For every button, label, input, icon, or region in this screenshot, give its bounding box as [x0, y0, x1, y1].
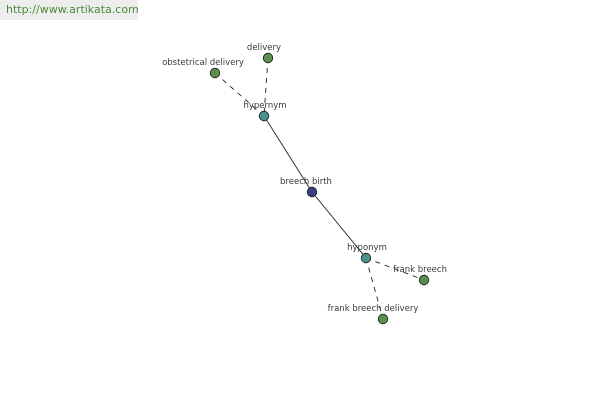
node-label-hyponym[interactable]: hyponym	[347, 243, 387, 253]
node-label-obstetrical-delivery[interactable]: obstetrical delivery	[162, 58, 244, 68]
edge-hyponym-frank-breech-delivery	[365, 257, 384, 320]
node-frank-breech-delivery[interactable]	[377, 313, 389, 325]
edge-obstetrical-delivery-hypernym	[214, 72, 265, 117]
node-label-hypernym[interactable]: hypernym	[243, 101, 286, 111]
node-label-frank-breech[interactable]: frank breech	[393, 265, 447, 275]
source-url-banner[interactable]: http://www.artikata.com	[0, 0, 139, 20]
graph-nodes	[209, 52, 430, 325]
node-hypernym[interactable]	[258, 110, 270, 122]
edge-breech-birth-hyponym	[311, 191, 367, 259]
node-frank-breech[interactable]	[418, 274, 430, 286]
node-obstetrical-delivery[interactable]	[209, 67, 221, 79]
node-label-delivery[interactable]: delivery	[247, 43, 281, 53]
node-label-frank-breech-delivery[interactable]: frank breech delivery	[328, 304, 419, 314]
node-label-breech-birth[interactable]: breech birth	[280, 177, 332, 187]
node-delivery[interactable]	[262, 52, 274, 64]
node-hyponym[interactable]	[360, 252, 372, 264]
node-breech-birth[interactable]	[306, 186, 318, 198]
edge-hyponym-frank-breech	[365, 257, 425, 281]
edge-hypernym-breech-birth	[263, 115, 313, 193]
graph-edges	[214, 57, 425, 320]
